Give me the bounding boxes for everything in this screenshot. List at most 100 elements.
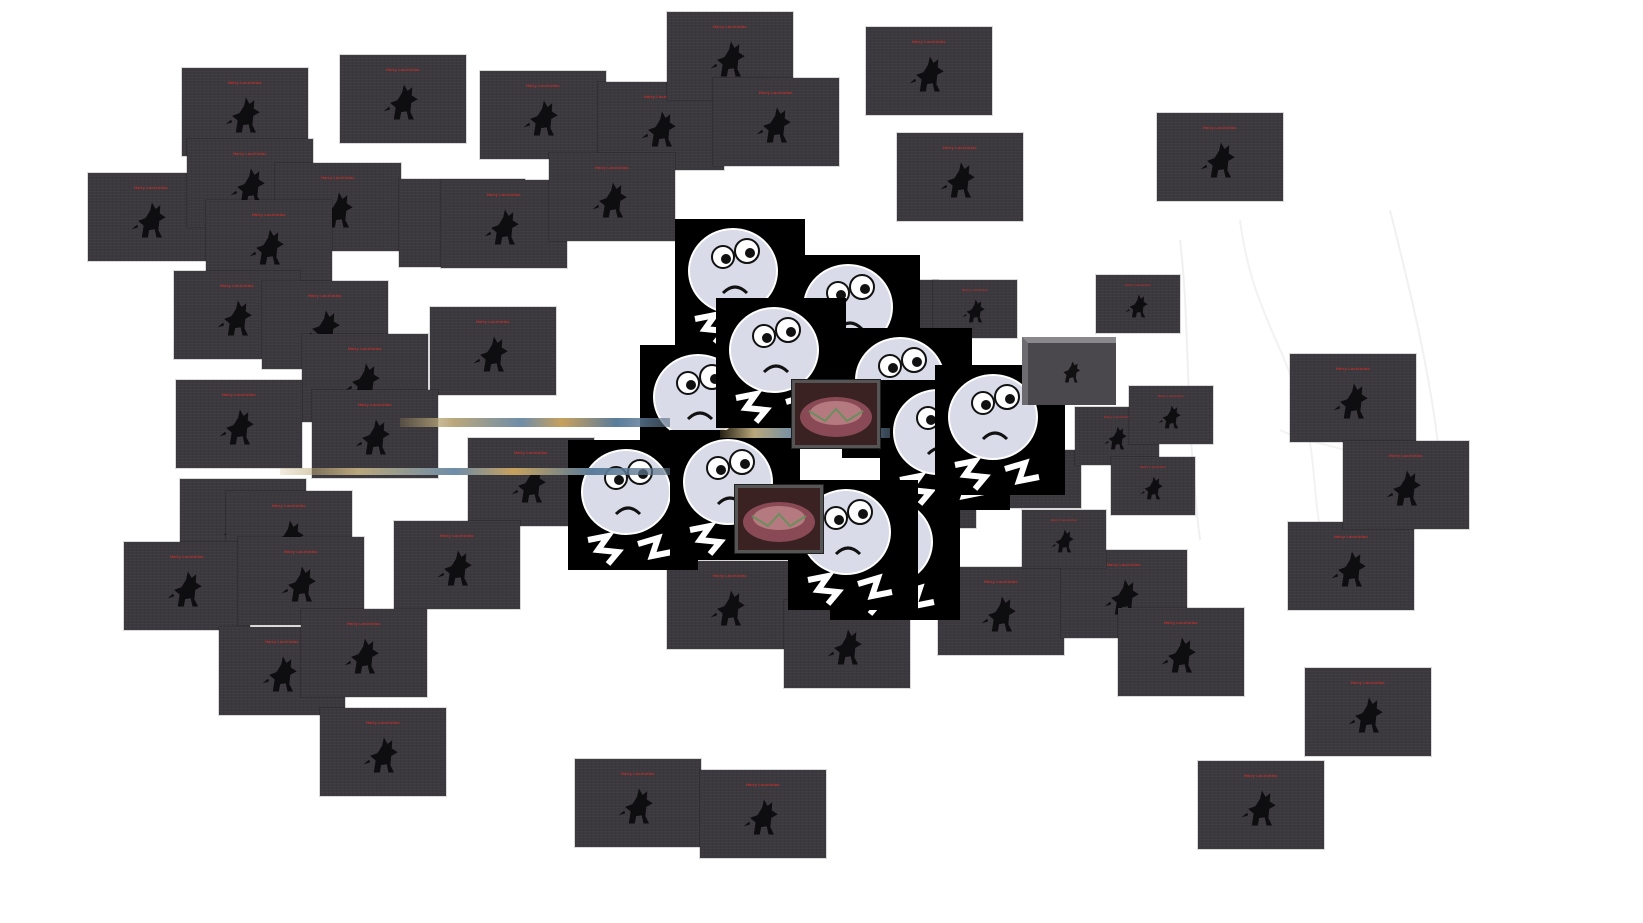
wolf-silhouette-icon [1241, 790, 1276, 826]
photo-card: Hairy Lacelotiac [320, 708, 446, 796]
photo-card: Hairy Lacelotiac [441, 180, 567, 268]
card-caption: Hairy Lacelotiac [644, 94, 678, 99]
card-caption: Hairy Lacelotiac [233, 151, 267, 156]
wolf-silhouette-icon [1158, 405, 1181, 429]
wolf-silhouette-icon [473, 336, 508, 372]
card-caption: Hairy Lacelotiac [265, 639, 299, 644]
card-caption: Hairy Lacelotiac [1351, 680, 1385, 685]
wolf-silhouette-icon [249, 229, 284, 265]
wolf-silhouette-icon [219, 409, 254, 445]
card-caption: Hairy Lacelotiac [1203, 125, 1237, 130]
photo-thumbnail-icon [795, 383, 877, 445]
wolf-silhouette-icon [641, 111, 676, 147]
photo-card: Hairy Lacelotiac [667, 561, 793, 649]
wolf-silhouette-icon [262, 656, 297, 692]
card-caption: Hairy Lacelotiac [1244, 773, 1278, 778]
wolf-silhouette-icon [523, 100, 558, 136]
wolf-silhouette-icon [756, 107, 791, 143]
photo-card: Hairy Lacelotiac [1118, 608, 1244, 696]
card-caption: Hairy Lacelotiac [476, 319, 510, 324]
wolf-silhouette-icon [592, 182, 627, 218]
card-caption: Hairy Lacelotiac [272, 503, 306, 508]
card-caption: Hairy Lacelotiac [228, 80, 262, 85]
card-caption: Hairy Lacelotiac [284, 549, 318, 554]
wolf-silhouette-icon [1161, 637, 1196, 673]
wolf-silhouette-icon [962, 299, 985, 323]
photo-card: Hairy Lacelotiac [312, 390, 438, 478]
card-caption: Hairy Lacelotiac [1336, 366, 1370, 371]
card-caption: Hairy Lacelotiac [1050, 518, 1078, 522]
card-caption: Hairy Lacelotiac [961, 288, 989, 292]
card-caption: Hairy Lacelotiac [487, 192, 521, 197]
card-caption: Hairy Lacelotiac [984, 579, 1018, 584]
photo-card: Hairy Lacelotiac [1288, 522, 1414, 610]
card-caption: Hairy Lacelotiac [621, 771, 655, 776]
wolf-silhouette-icon [1331, 551, 1366, 587]
grey-box [1022, 337, 1116, 405]
card-caption: Hairy Lacelotiac [440, 533, 474, 538]
wolf-silhouette-icon [1104, 579, 1139, 615]
photo-card: Hairy Lacelotiac [394, 521, 520, 609]
card-caption: Hairy Lacelotiac [358, 402, 392, 407]
card-caption: Hairy Lacelotiac [321, 175, 355, 180]
photo-card: Hairy Lacelotiac [575, 759, 701, 847]
photo-card: Hairy Lacelotiac [301, 609, 427, 697]
wolf-silhouette-icon [940, 162, 975, 198]
wolf-silhouette-icon [167, 571, 202, 607]
card-caption: Hairy Lacelotiac [595, 165, 629, 170]
photo-card: Hairy Lacelotiac [1129, 386, 1213, 444]
wolf-silhouette-icon [355, 419, 390, 455]
card-caption: Hairy Lacelotiac [1107, 562, 1141, 567]
wolf-silhouette-icon [1125, 294, 1148, 318]
wolf-silhouette-icon [710, 41, 745, 77]
photo-card: Hairy Lacelotiac [1198, 761, 1324, 849]
wolf-silhouette-icon [1063, 361, 1080, 383]
wolf-silhouette-icon [363, 737, 398, 773]
card-caption: Hairy Lacelotiac [134, 185, 168, 190]
card-caption: Hairy Lacelotiac [1164, 620, 1198, 625]
photo-card: Hairy Lacelotiac [176, 380, 302, 468]
photo-card: Hairy Lacelotiac [866, 27, 992, 115]
wolf-silhouette-icon [1386, 470, 1421, 506]
photo-card: Hairy Lacelotiac [1111, 457, 1195, 515]
photo-card: Hairy Lacelotiac [1022, 510, 1106, 568]
card-caption: Hairy Lacelotiac [1139, 465, 1167, 469]
wolf-silhouette-icon [981, 596, 1016, 632]
card-caption: Hairy Lacelotiac [1389, 453, 1423, 458]
wolf-silhouette-icon [827, 629, 862, 665]
card-caption: Hairy Lacelotiac [308, 293, 342, 298]
wolf-silhouette-icon [383, 84, 418, 120]
card-caption: Hairy Lacelotiac [1103, 415, 1131, 419]
glitch-streak [400, 418, 670, 427]
wolf-silhouette-icon [1200, 142, 1235, 178]
wolf-silhouette-icon [281, 566, 316, 602]
photo-card: Hairy Lacelotiac [1343, 441, 1469, 529]
photo-card: Hairy Lacelotiac [713, 78, 839, 166]
wolf-silhouette-icon [743, 799, 778, 835]
card-caption: Hairy Lacelotiac [514, 450, 548, 455]
photo-card: Hairy Lacelotiac [430, 307, 556, 395]
wolf-silhouette-icon [710, 590, 745, 626]
photo-thumbnail-icon [738, 488, 820, 550]
photo-thumbnail [792, 380, 880, 448]
photo-card: Hairy Lacelotiac [897, 133, 1023, 221]
wolf-silhouette-icon [484, 209, 519, 245]
wolf-silhouette-icon [909, 56, 944, 92]
card-caption: Hairy Lacelotiac [759, 90, 793, 95]
card-caption: Hairy Lacelotiac [746, 782, 780, 787]
card-caption: Hairy Lacelotiac [347, 621, 381, 626]
glitch-streak [280, 468, 670, 475]
wolf-silhouette-icon [1104, 426, 1127, 450]
wolf-silhouette-icon [131, 202, 166, 238]
card-caption: Hairy Lacelotiac [1124, 283, 1152, 287]
photo-thumbnail [735, 485, 823, 553]
photo-card: Hairy Lacelotiac [1305, 668, 1431, 756]
card-caption: Hairy Lacelotiac [170, 554, 204, 559]
photo-card: Hairy Lacelotiac [88, 173, 214, 261]
card-caption: Hairy Lacelotiac [348, 346, 382, 351]
photo-card: Hairy Lacelotiac [124, 542, 250, 630]
wolf-silhouette-icon [1140, 476, 1163, 500]
card-caption: Hairy Lacelotiac [713, 24, 747, 29]
photo-card: Hairy Lacelotiac [340, 55, 466, 143]
